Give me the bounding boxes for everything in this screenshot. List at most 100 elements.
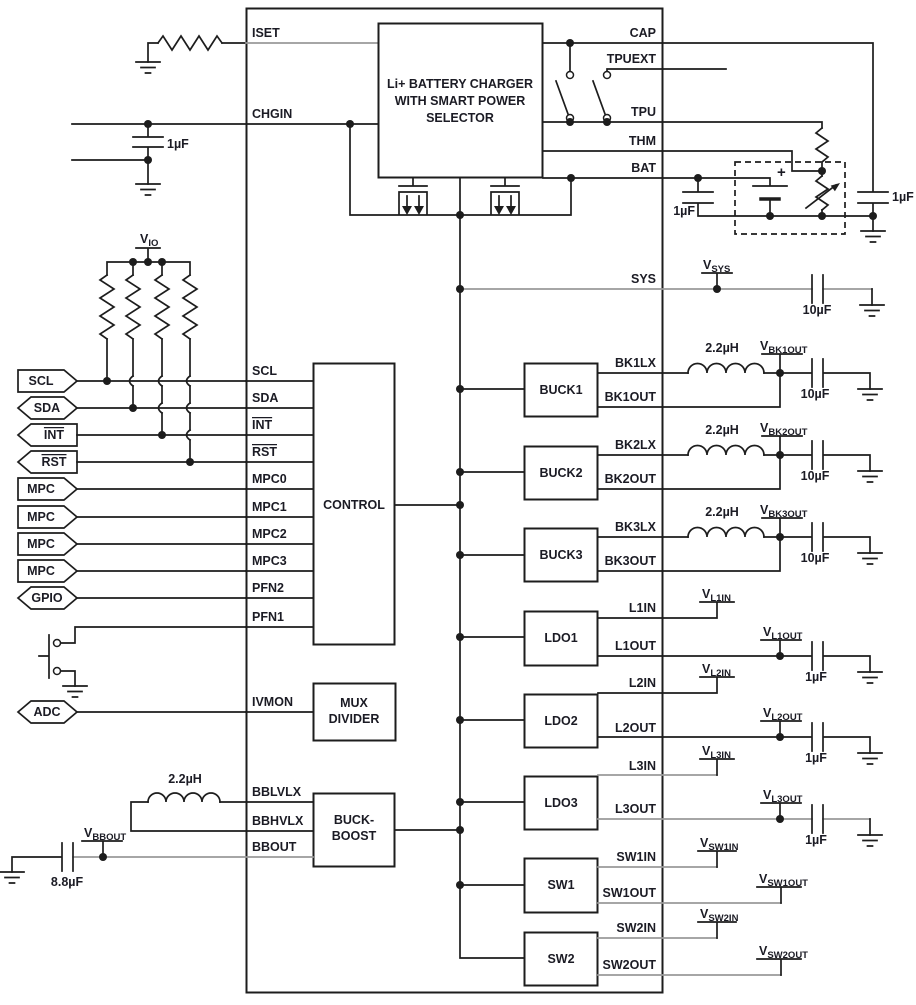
vsw1in-label: VSW1IN: [700, 836, 739, 853]
mux-line1: MUX: [340, 696, 368, 710]
buck1-channel: BUCK1 2.2µH 10µF VBK1OUT: [523, 339, 883, 418]
pin-cap: CAP: [630, 26, 656, 40]
buck2-label: BUCK2: [539, 466, 582, 480]
sys-output: VSYS 10µF: [459, 258, 885, 317]
ground-icon: [857, 552, 883, 565]
pfn1-pushbutton: [38, 626, 247, 698]
junction-dot: [766, 212, 774, 220]
pin-bk3lx: BK3LX: [615, 520, 657, 534]
junction-dot: [456, 633, 464, 641]
buck-boost-rect: [312, 792, 396, 868]
pin-tpu: TPU: [631, 105, 656, 119]
bb-cap-value: 8.8µF: [51, 875, 84, 889]
charger-block: Li+ BATTERY CHARGER WITH SMART POWER SEL…: [377, 22, 544, 179]
pin-tpuext: TPUEXT: [607, 52, 657, 66]
vl3in-label: VL3IN: [702, 744, 731, 761]
ground-icon: [135, 183, 161, 196]
pin-mpc3: MPC3: [252, 554, 287, 568]
buck1-inductor-value: 2.2µH: [705, 341, 739, 355]
vl2in-label: VL2IN: [702, 662, 731, 679]
buck-boost-external: 2.2µH 8.8µF VBBOUT: [0, 772, 314, 889]
ldo2-rect: [523, 693, 599, 749]
mux-rect: [312, 682, 397, 742]
junction-dot: [456, 716, 464, 724]
vl2out-label: VL2OUT: [763, 706, 803, 723]
tag-adc-label: ADC: [33, 705, 60, 719]
ldo1-cap-value: 1µF: [805, 670, 827, 684]
tag-scl-label: SCL: [29, 374, 54, 388]
sys-cap-value: 10µF: [803, 303, 832, 317]
control-block: CONTROL: [312, 362, 396, 646]
ground-icon: [857, 470, 883, 483]
mosfet-arrow: [494, 206, 504, 215]
bb-inductor-value: 2.2µH: [168, 772, 202, 786]
ground-icon: [857, 671, 883, 684]
pin-sw1in: SW1IN: [616, 850, 656, 864]
ldo3-rect: [523, 775, 599, 831]
battery-dashed-box: [734, 161, 846, 235]
bat-cap2-value: 1µF: [892, 190, 914, 204]
chgin-input-network: 1µF: [71, 120, 379, 196]
buck2-channel: BUCK2 2.2µH 10µF VBK2OUT: [523, 421, 883, 501]
pullup-resistor: [181, 273, 199, 341]
thermistor: [814, 174, 830, 212]
junction-dot: [456, 826, 464, 834]
tag-mpc0: [17, 477, 79, 501]
pin-l2in: L2IN: [629, 676, 656, 690]
pin-mpc1: MPC1: [252, 500, 287, 514]
ldo2-channel: LDO2 VL2IN VL2OUT 1µF: [523, 662, 883, 765]
buck1-label: BUCK1: [539, 383, 582, 397]
pin-pfn2: PFN2: [252, 581, 284, 595]
cap-value: 1µF: [167, 137, 189, 151]
switch-contact: [602, 70, 612, 80]
pin-sw1out: SW1OUT: [603, 886, 657, 900]
sw2-channel: SW2 VSW2IN VSW2OUT: [523, 907, 808, 987]
pullup-resistor: [124, 273, 142, 341]
pin-l1out: L1OUT: [615, 639, 656, 653]
pin-sys: SYS: [631, 272, 656, 286]
inductor: [687, 444, 765, 456]
junction-dot: [566, 118, 574, 126]
junction-dot: [456, 468, 464, 476]
internal-bus: [394, 214, 525, 959]
vl3out-label: VL3OUT: [763, 788, 803, 805]
ldo3-cap-value: 1µF: [805, 833, 827, 847]
pin-mpc2: MPC2: [252, 527, 287, 541]
junction-dot: [129, 258, 137, 266]
pullup-resistor: [98, 273, 116, 341]
buck1-cap-value: 10µF: [801, 387, 830, 401]
vl1out-label: VL1OUT: [763, 625, 803, 642]
button-contact: [52, 638, 62, 648]
pin-iset: ISET: [252, 26, 280, 40]
vl1in-label: VL1IN: [702, 587, 731, 604]
junction-dot: [776, 733, 784, 741]
vsw2in-label: VSW2IN: [700, 907, 739, 924]
vsw1out-label: VSW1OUT: [759, 872, 808, 889]
junction-dot: [144, 156, 152, 164]
mux-line2: DIVIDER: [329, 712, 380, 726]
pin-bk2lx: BK2LX: [615, 438, 657, 452]
pin-bk1out: BK1OUT: [605, 390, 657, 404]
junction-dot: [99, 853, 107, 861]
junction-dot: [869, 212, 877, 220]
vbk2out-label: VBK2OUT: [760, 421, 808, 438]
inductor: [687, 526, 765, 538]
pin-bblvlx: BBLVLX: [252, 785, 302, 799]
junction-dot: [346, 120, 354, 128]
buck1-rect: [523, 362, 599, 418]
ldo1-label: LDO1: [544, 631, 577, 645]
vsys-label: VSYS: [703, 258, 730, 275]
pin-l3in: L3IN: [629, 759, 656, 773]
tag-mpc2: [17, 532, 79, 556]
pin-int: INT: [252, 418, 273, 432]
vbk3out-label: VBK3OUT: [760, 503, 808, 520]
ldo1-rect: [523, 610, 599, 667]
powerpath-mosfets: [346, 120, 575, 219]
pin-bbhvlx: BBHVLX: [252, 814, 304, 828]
ground-icon: [860, 230, 886, 243]
ldo1-channel: LDO1 VL1IN VL1OUT 1µF: [523, 587, 883, 684]
junction-dot: [818, 212, 826, 220]
battery-plus-sign: +: [777, 164, 786, 181]
